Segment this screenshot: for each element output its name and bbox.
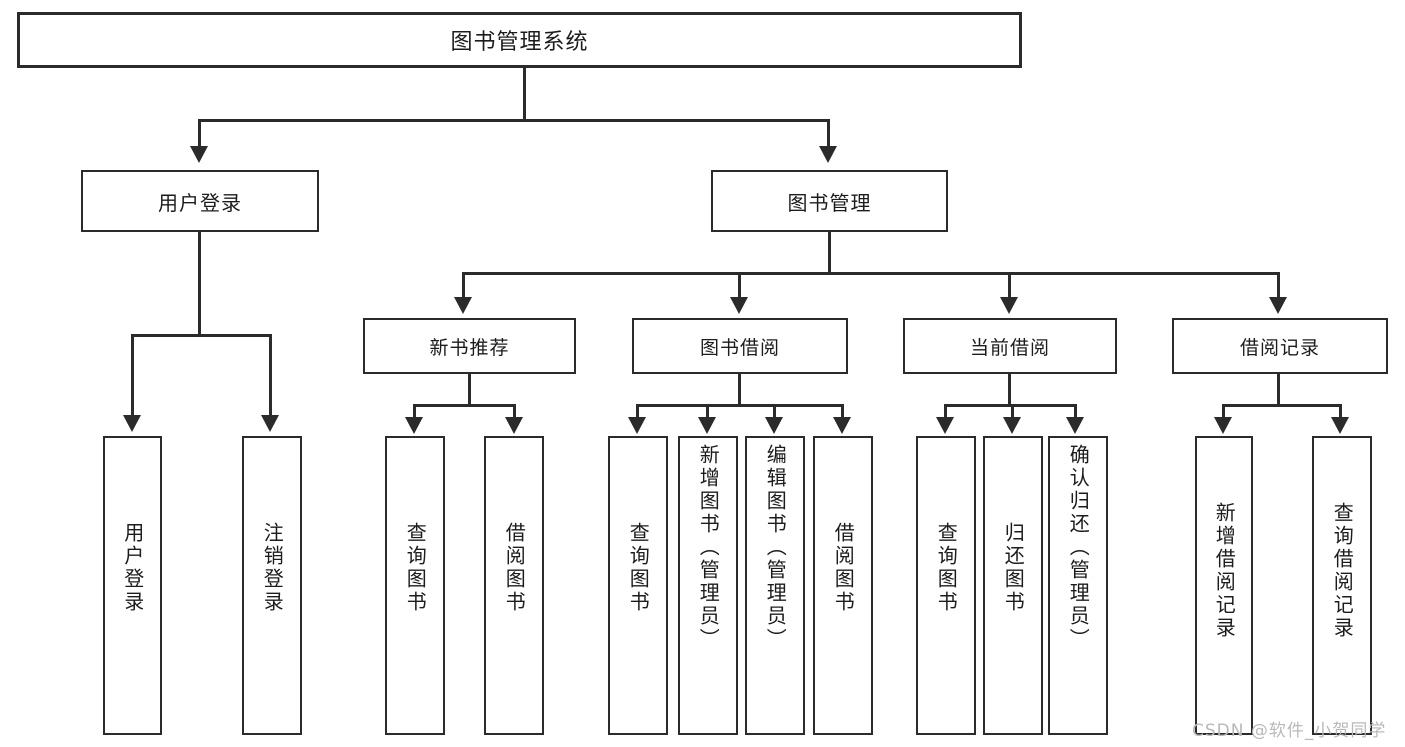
connector-bb-stem <box>738 374 741 406</box>
connector-root-to-user-login <box>198 119 201 147</box>
connector-bm-child-2 <box>738 272 741 298</box>
connector-br-stem <box>1277 374 1280 406</box>
leaf-label: 查询图书 <box>934 522 959 614</box>
connector-bm-child-4 <box>1277 272 1280 298</box>
connector-cb-child-3 <box>1074 404 1077 418</box>
leaf-book-borrow-borrow-book[interactable]: 借阅图书 <box>813 436 873 735</box>
node-root-book-management-system[interactable]: 图书管理系统 <box>17 12 1022 68</box>
arrow-bm-child-1 <box>454 297 472 314</box>
leaf-new-book-query-book[interactable]: 查询图书 <box>385 436 445 735</box>
arrow-br-child-1 <box>1214 417 1232 434</box>
arrow-user-login-child-1 <box>123 415 141 432</box>
arrow-nbr-child-1 <box>405 417 423 434</box>
leaf-label: 借阅图书 <box>502 522 527 614</box>
arrow-br-child-2 <box>1331 417 1349 434</box>
node-label: 图书管理系统 <box>450 30 589 55</box>
connector-user-login-child-1 <box>131 334 134 416</box>
node-user-login[interactable]: 用户登录 <box>81 170 319 232</box>
connector-root-stem <box>523 68 526 121</box>
leaf-book-borrow-edit-book-admin[interactable]: 编辑图书（管理员） <box>745 436 805 735</box>
arrow-bm-child-3 <box>1000 297 1018 314</box>
node-book-borrow[interactable]: 图书借阅 <box>632 318 848 374</box>
connector-user-login-bar <box>131 334 271 337</box>
leaf-borrow-record-add-record[interactable]: 新增借阅记录 <box>1195 436 1253 735</box>
node-current-borrow[interactable]: 当前借阅 <box>903 318 1117 374</box>
arrow-nbr-child-2 <box>505 417 523 434</box>
arrow-bm-child-2 <box>730 297 748 314</box>
connector-user-login-child-2 <box>269 334 272 416</box>
arrow-bb-child-2 <box>698 417 716 434</box>
node-label: 借阅记录 <box>1239 336 1320 359</box>
connector-cb-bar <box>944 404 1077 407</box>
connector-bb-child-3 <box>773 404 776 418</box>
arrow-user-login-child-2 <box>261 415 279 432</box>
arrow-cb-child-2 <box>1003 417 1021 434</box>
connector-bm-child-1 <box>462 272 465 298</box>
node-new-book-recommend[interactable]: 新书推荐 <box>363 318 576 374</box>
connector-bm-child-3 <box>1008 272 1011 298</box>
connector-cb-child-2 <box>1011 404 1014 418</box>
leaf-label: 用户登录 <box>120 522 145 614</box>
arrow-cb-child-3 <box>1066 417 1084 434</box>
connector-bb-bar <box>636 404 843 407</box>
arrow-root-to-book-management <box>819 146 837 163</box>
connector-br-child-2 <box>1339 404 1342 418</box>
node-label: 图书管理 <box>787 190 872 215</box>
connector-nbr-child-1 <box>413 404 416 418</box>
leaf-new-book-borrow-book[interactable]: 借阅图书 <box>484 436 544 735</box>
node-label: 当前借阅 <box>969 336 1050 359</box>
arrow-bb-child-3 <box>765 417 783 434</box>
leaf-user-login-logout[interactable]: 注销登录 <box>242 436 302 735</box>
leaf-user-login-login[interactable]: 用户登录 <box>103 436 162 735</box>
leaf-label: 新增借阅记录 <box>1212 502 1237 640</box>
connector-bb-child-1 <box>636 404 639 418</box>
leaf-label: 查询图书 <box>403 522 428 614</box>
node-label: 新书推荐 <box>429 336 510 359</box>
leaf-label: 新增图书（管理员） <box>696 444 721 651</box>
leaf-current-borrow-return-book[interactable]: 归还图书 <box>983 436 1043 735</box>
node-label: 用户登录 <box>158 190 242 215</box>
node-label: 图书借阅 <box>699 336 780 359</box>
leaf-current-borrow-confirm-return-admin[interactable]: 确认归还（管理员） <box>1048 436 1108 735</box>
arrow-root-to-user-login <box>190 146 208 163</box>
node-book-management[interactable]: 图书管理 <box>711 170 948 232</box>
leaf-current-borrow-query-book[interactable]: 查询图书 <box>916 436 976 735</box>
connector-nbr-bar <box>413 404 516 407</box>
connector-book-management-bar <box>462 272 1280 275</box>
leaf-label: 确认归还（管理员） <box>1066 444 1091 651</box>
csdn-watermark: CSDN @软件_小贺同学 <box>1192 721 1387 741</box>
leaf-book-borrow-query-book[interactable]: 查询图书 <box>608 436 668 735</box>
leaf-book-borrow-add-book-admin[interactable]: 新增图书（管理员） <box>678 436 738 735</box>
leaf-label: 编辑图书（管理员） <box>763 444 788 651</box>
connector-br-child-1 <box>1222 404 1225 418</box>
node-borrow-record[interactable]: 借阅记录 <box>1172 318 1388 374</box>
leaf-label: 借阅图书 <box>831 522 856 614</box>
leaf-label: 归还图书 <box>1001 522 1026 614</box>
connector-nbr-stem <box>468 374 471 406</box>
connector-cb-child-1 <box>944 404 947 418</box>
arrow-bb-child-4 <box>833 417 851 434</box>
leaf-label: 注销登录 <box>260 522 285 614</box>
arrow-bm-child-4 <box>1269 297 1287 314</box>
connector-cb-stem <box>1008 374 1011 406</box>
connector-bb-child-4 <box>841 404 844 418</box>
leaf-label: 查询图书 <box>626 522 651 614</box>
leaf-label: 查询借阅记录 <box>1330 502 1355 640</box>
arrow-bb-child-1 <box>628 417 646 434</box>
leaf-borrow-record-query-record[interactable]: 查询借阅记录 <box>1312 436 1372 735</box>
connector-bb-child-2 <box>706 404 709 418</box>
connector-br-bar <box>1222 404 1342 407</box>
connector-nbr-child-2 <box>513 404 516 418</box>
connector-book-management-stem <box>828 232 831 274</box>
arrow-cb-child-1 <box>936 417 954 434</box>
connector-root-bar <box>198 119 830 122</box>
connector-root-to-book-management <box>827 119 830 147</box>
connector-user-login-stem <box>198 232 201 336</box>
